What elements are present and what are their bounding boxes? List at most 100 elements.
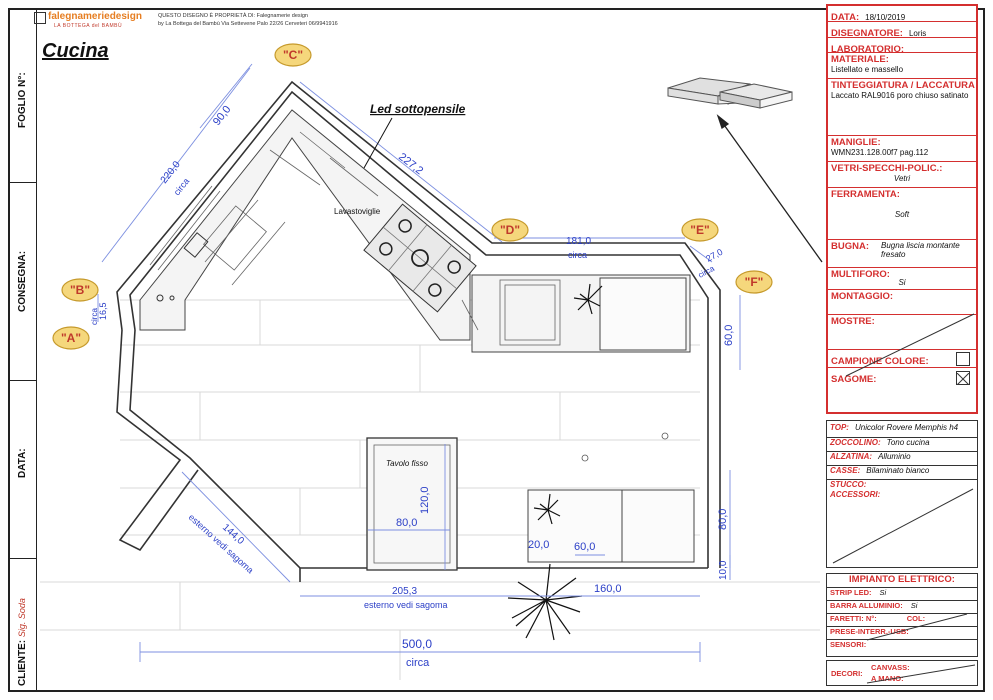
form-tinteggiatura-value: Laccato RAL9016 poro chiuso satinato	[831, 91, 969, 100]
corner-tag-a-text: "A"	[61, 331, 81, 345]
corner-tag-f: "F"	[735, 270, 773, 294]
amano-label: A MANO:	[871, 674, 904, 683]
form-row-disegnatore: DISEGNATORE:Loris	[828, 22, 976, 38]
dim-27: 27,0	[704, 247, 724, 264]
campione-checkbox[interactable]	[956, 352, 970, 366]
electrical-form: IMPIANTO ELETTRICO: STRIP LED: Si BARRA A…	[826, 573, 978, 657]
wall-outlet-icons	[581, 432, 669, 462]
dim-205-note: esterno vedi sagoma	[364, 600, 448, 610]
prese-label: PRESE-INTERR.-USB:	[830, 627, 909, 636]
form-row-data: DATA:18/10/2019	[828, 6, 976, 22]
finish-row-stucco: STUCCO:	[827, 480, 977, 490]
plant-icon	[507, 283, 603, 641]
form-row-maniglie: MANIGLIE: WMN231.128.00f7 pag.112	[828, 136, 976, 162]
led-label: Led sottopensile	[370, 102, 466, 116]
barra-value: Si	[910, 601, 918, 610]
elec-row-sensori: SENSORI:	[827, 640, 977, 651]
strip-led-value: Si	[879, 588, 887, 597]
corner-tag-b: "B"	[61, 278, 99, 302]
finishes-strike-line	[832, 488, 974, 564]
casse-label: CASSE:	[830, 466, 861, 475]
elec-row-strip: STRIP LED: Si	[827, 588, 977, 601]
company-logo: falegnameriedesign LA BOTTEGA del BAMBÙ	[34, 10, 146, 34]
form-row-materiale: MATERIALE: Listellato e massello	[828, 53, 976, 79]
decori-label: DECORI:	[831, 669, 863, 678]
col-label: COL:	[906, 614, 926, 623]
strip-divider	[10, 182, 36, 183]
room-walls	[116, 80, 721, 582]
form-multiforo-value: Si	[898, 278, 906, 287]
dim-500-circa: circa	[406, 657, 430, 669]
form-materiale-value: Listellato e massello	[831, 65, 904, 74]
table	[366, 437, 458, 571]
form-sagome-label: SAGOME:	[831, 374, 877, 385]
form-campione-label: CAMPIONE COLORE:	[831, 356, 929, 367]
corner-tag-f-text: "F"	[745, 275, 764, 289]
corner-tag-e: "E"	[681, 218, 719, 242]
electrical-title: IMPIANTO ELETTRICO:	[827, 574, 977, 588]
pointer-arrow	[716, 114, 823, 263]
elec-row-prese: PRESE-INTERR.-USB:	[827, 627, 977, 640]
sink-area	[156, 232, 209, 302]
top-label: TOP:	[830, 423, 849, 432]
form-bugna-label: BUGNA:	[831, 241, 869, 252]
isometric-sample	[667, 77, 793, 109]
sagome-checkbox-checked[interactable]	[956, 371, 970, 386]
corner-tag-a: "A"	[52, 326, 90, 350]
hob	[363, 203, 477, 313]
cabinet-lines	[149, 131, 561, 346]
dim-181: 181,0	[566, 236, 591, 247]
form-maniglie-label: MANIGLIE:	[831, 137, 881, 148]
lavastoviglie-label: Lavastoviglie	[334, 207, 381, 216]
dim-500: 500,0	[402, 637, 432, 651]
strip-led-label: STRIP LED:	[830, 588, 872, 597]
ownership-notice: QUESTO DISEGNO È PROPRIETÀ DI: Falegname…	[158, 12, 338, 28]
barra-label: BARRA ALLUMINIO:	[830, 601, 903, 610]
form-row-laboratorio: LABORATORIO:	[828, 38, 976, 53]
ownership-line-2: by La Bottega del Bambù Via Settevene Pa…	[158, 21, 338, 27]
form-laboratorio-label: LABORATORIO:	[831, 44, 905, 53]
form-row-mostre: MOSTRE:	[828, 315, 976, 350]
dim-16-5: 16,5	[98, 302, 108, 320]
form-maniglie-value: WMN231.128.00f7 pag.112	[831, 148, 929, 157]
form-row-multiforo: MULTIFORO: Si	[828, 268, 976, 290]
zoccolino-label: ZOCCOLINO:	[830, 438, 881, 447]
form-materiale-label: MATERIALE:	[831, 54, 889, 65]
strip-divider	[10, 558, 36, 559]
form-disegnatore-value: Loris	[908, 29, 927, 38]
form-montaggio-label: MONTAGGIO:	[831, 291, 894, 302]
dim-80-right: 80,0	[717, 509, 729, 530]
corner-tag-d: "D"	[491, 218, 529, 242]
finish-row-casse: CASSE: Bilaminato bianco	[827, 466, 977, 480]
led-leader-line	[363, 117, 393, 169]
form-row-bugna: BUGNA: Bugna liscia montante fresato	[828, 240, 976, 268]
form-row-sagome: SAGOME:	[828, 368, 976, 388]
sensori-label: SENSORI:	[830, 640, 867, 649]
form-mostre-label: MOSTRE:	[831, 316, 875, 327]
accessori-label: ACCESSORI:	[830, 490, 881, 499]
faretti-label: FARETTI: N°:	[830, 614, 877, 623]
finish-row-accessori: ACCESSORI:	[827, 490, 977, 500]
logo-subtitle: LA BOTTEGA del BAMBÙ	[54, 23, 123, 29]
form-strike-line	[845, 313, 975, 377]
finishes-form: TOP:Unicolor Rovere Memphis h4 ZOCCOLINO…	[826, 420, 978, 568]
elec-row-barra: BARRA ALLUMINIO: Si	[827, 601, 977, 614]
form-bugna-value: Bugna liscia montante fresato	[881, 241, 960, 259]
page-title: Cucina	[42, 40, 109, 62]
casse-value: Bilaminato bianco	[866, 466, 930, 475]
dim-16-circa: circa	[90, 308, 99, 325]
dim-10: 10,0	[718, 560, 729, 580]
dim-144-note: esterno vedi sagoma	[187, 512, 256, 575]
form-vetri-value: Vetri	[893, 174, 911, 183]
alzatina-label: ALZATINA:	[830, 452, 873, 461]
corner-tags: "C" "B" "A" "D" "E" "F"	[52, 43, 773, 350]
drawing-sheet: FOGLIO N°: CONSEGNA: DATA: CLIENTE: Sig.…	[8, 8, 985, 692]
elec-row-faretti: FARETTI: N°: COL:	[827, 614, 977, 627]
dimension-lines	[97, 63, 741, 662]
dim-227: 227,2	[396, 151, 425, 177]
form-tinteggiatura-label: TINTEGGIATURA / LACCATURA	[831, 80, 975, 91]
dim-27-circa: circa	[697, 264, 717, 280]
form-data-value: 18/10/2019	[865, 13, 906, 22]
dim-60-right: 60,0	[723, 325, 735, 346]
